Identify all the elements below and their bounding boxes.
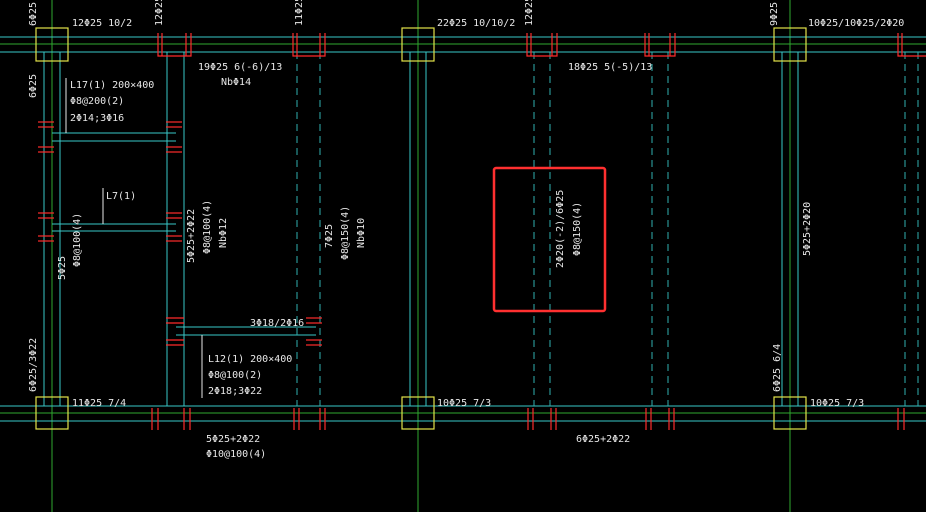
label-10phi25-7-3-mid: 10Φ25 7/3 <box>437 398 491 409</box>
column <box>773 396 807 430</box>
vlabel-6phi25-left: 6Φ25 <box>28 74 39 98</box>
vlabel-8phi25-top-left: 6Φ25 <box>28 2 39 26</box>
vlabel-5phi25: 5Φ25 <box>57 256 68 280</box>
label-12phi25-10-2: 12Φ25 10/2 <box>72 18 132 29</box>
vlabel-nbphi12: NbΦ12 <box>218 218 229 248</box>
beam-lines <box>0 36 926 422</box>
vlabel-5phi25-2phi20: 5Φ25+2Φ20 <box>802 202 813 256</box>
label-18phi25: 18Φ25 5(-5)/13 <box>568 62 652 73</box>
column <box>35 396 69 430</box>
rebar-markers <box>38 33 926 430</box>
rebar-group <box>166 121 182 153</box>
rebar-group <box>166 317 184 346</box>
vlabel-12phi25-left: 12Φ25 <box>154 0 165 26</box>
label-l12: L12(1) 200×400 <box>208 354 292 365</box>
label-19phi25: 19Φ25 6(-6)/13 <box>198 62 282 73</box>
label-22phi25: 22Φ25 10/10/2 <box>437 18 515 29</box>
vlabel-2phi20: 2Φ20(-2)/6Φ25 <box>555 190 566 268</box>
rebar-group <box>897 408 905 430</box>
label-l12-bars: 2Φ18;3Φ22 <box>208 386 262 397</box>
vlabel-phi8-100-left: Φ8@100(4) <box>72 213 83 267</box>
rebar-group <box>157 33 192 57</box>
label-l17-stirrup: Φ8@200(2) <box>70 96 124 107</box>
column <box>401 27 435 62</box>
label-10phi25-10phi25-2phi20: 10Φ25/10Φ25/2Φ20 <box>808 18 904 29</box>
rebar-group <box>166 212 182 242</box>
rebar-group <box>38 212 54 242</box>
vlabel-nbphi10: NbΦ10 <box>356 218 367 248</box>
label-bottom-6phi25: 6Φ25+2Φ22 <box>576 434 630 445</box>
vlabel-7phi25: 7Φ25 <box>324 224 335 248</box>
rebar-group <box>293 408 326 430</box>
vlabel-phi8-150: Φ8@150(4) <box>340 206 351 260</box>
rebar-group <box>526 33 558 57</box>
label-l12-top: 3Φ18/2Φ16 <box>250 318 304 329</box>
label-11phi25-7-4: 11Φ25 7/4 <box>72 398 126 409</box>
leader-lines <box>65 78 203 398</box>
beam-lines-vertical <box>43 52 799 406</box>
rebar-group <box>644 33 676 57</box>
rebar-group <box>306 317 322 346</box>
label-10phi25-7-3-right: 10Φ25 7/3 <box>810 398 864 409</box>
vlabel-12phi25-right: 12Φ25 <box>524 0 535 26</box>
label-l12-stirrup: Φ8@100(2) <box>208 370 262 381</box>
vlabel-6phi25-3phi22: 6Φ25/3Φ22 <box>28 338 39 392</box>
vlabel-5phi25-2phi22: 5Φ25+2Φ22 <box>186 209 197 263</box>
column <box>773 27 807 62</box>
vlabel-phi8-100: Φ8@100(4) <box>202 200 213 254</box>
label-bottom-5phi25: 5Φ25+2Φ22 <box>206 434 260 445</box>
label-bottom-phi10: Φ10@100(4) <box>206 449 266 460</box>
label-l17-bars: 2Φ14;3Φ16 <box>70 113 124 124</box>
rebar-group <box>645 408 675 430</box>
rebar-group <box>151 408 191 430</box>
label-l17: L17(1) 200×400 <box>70 80 154 91</box>
highlight-box[interactable] <box>492 166 607 313</box>
vlabel-11phi25: 11Φ25 <box>294 0 305 26</box>
columns <box>35 27 807 430</box>
label-nbphi14: NbΦ14 <box>221 77 251 88</box>
column <box>35 27 69 62</box>
vlabel-phi8-150-right: Φ8@150(4) <box>572 202 583 256</box>
vlabel-6phi25-6-4: 6Φ25 6/4 <box>772 344 783 392</box>
vlabel-9phi25: 9Φ25 <box>769 2 780 26</box>
label-l7: L7(1) <box>106 191 136 202</box>
rebar-group <box>527 408 557 430</box>
rebar-group <box>38 121 54 153</box>
beam-dashed-lines <box>296 52 919 406</box>
rebar-group <box>897 33 926 57</box>
rebar-group <box>292 33 326 57</box>
column <box>401 396 435 430</box>
